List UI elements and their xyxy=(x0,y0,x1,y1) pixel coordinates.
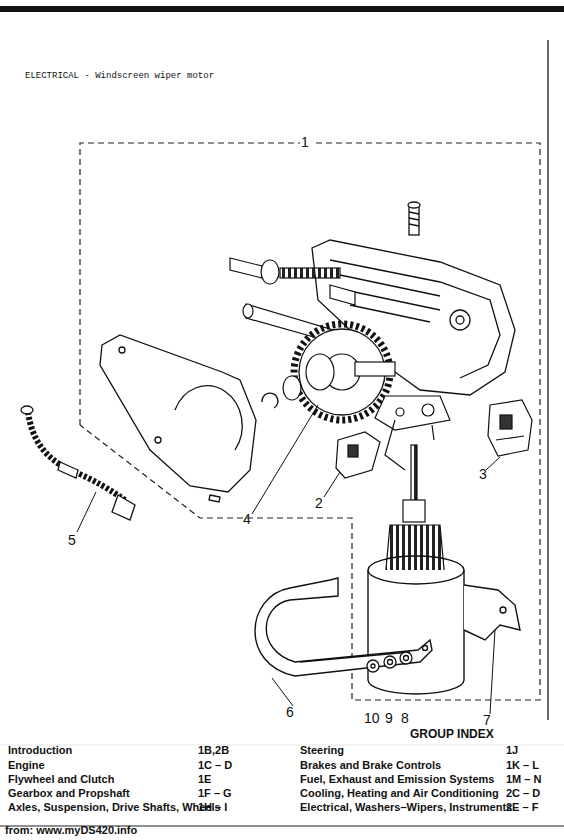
index-code: 1J xyxy=(506,744,518,756)
index-entry: Fuel, Exhaust and Emission Systems xyxy=(300,773,494,785)
index-entry: Flywheel and Clutch xyxy=(8,773,114,785)
callout-number: 7 xyxy=(483,713,491,728)
callout-number: 10 xyxy=(364,711,380,726)
page-title: ELECTRICAL - Windscreen wiper motor xyxy=(25,72,214,82)
index-code: 1F – G xyxy=(198,787,232,799)
index-code: 1H – I xyxy=(198,801,227,813)
index-entry: Electrical, Washers–Wipers, Instruments xyxy=(300,801,512,813)
callout-number: 6 xyxy=(286,705,294,720)
page-edge xyxy=(547,40,549,720)
index-code: 1K – L xyxy=(506,759,539,771)
source-watermark: from: www.myDS420.info xyxy=(5,824,137,836)
index-entry: Cooling, Heating and Air Conditioning xyxy=(300,787,499,799)
top-bar xyxy=(0,6,564,12)
index-entry: Brakes and Brake Controls xyxy=(300,759,441,771)
callout-number: 5 xyxy=(68,533,76,548)
index-code: 1C – D xyxy=(198,759,232,771)
index-entry: Gearbox and Propshaft xyxy=(8,787,130,799)
callout-number: 2 xyxy=(315,496,323,511)
index-code: 1M – N xyxy=(506,773,541,785)
index-code: 2E – F xyxy=(506,801,538,813)
callout-number: 9 xyxy=(385,711,393,726)
index-entry: Engine xyxy=(8,759,45,771)
group-index-heading: GROUP INDEX xyxy=(410,728,494,741)
callout-number: 3 xyxy=(479,467,487,482)
callout-number: 4 xyxy=(243,512,251,527)
index-code: 1E xyxy=(198,773,211,785)
index-entry: Steering xyxy=(300,744,344,756)
callout-number: 8 xyxy=(401,711,409,726)
callout-number: 1 xyxy=(301,135,309,150)
index-code: 2C – D xyxy=(506,787,540,799)
index-code: 1B,2B xyxy=(198,744,229,756)
index-entry: Axles, Suspension, Drive Shafts, Wheels xyxy=(8,801,221,813)
index-entry: Introduction xyxy=(8,744,72,756)
